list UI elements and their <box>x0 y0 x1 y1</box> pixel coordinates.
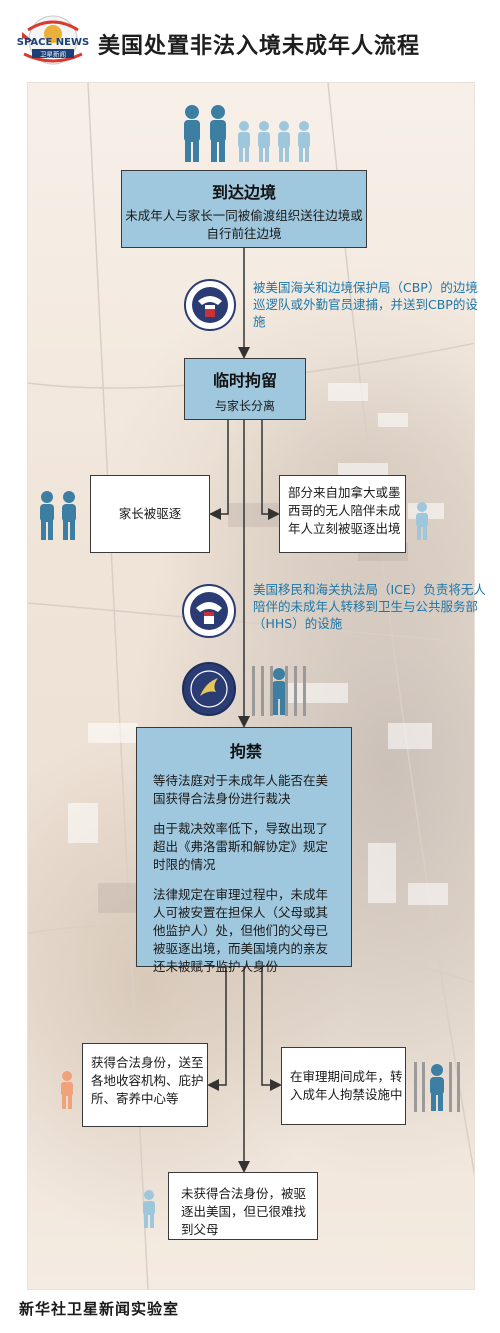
step-arrive-text: 未成年人与家长一同被偷渡组织送往边境或自行前往边境 <box>125 208 363 241</box>
child-deported-icon <box>143 1190 155 1228</box>
child-icon <box>416 502 428 540</box>
parents-icon <box>40 491 76 540</box>
detain-paragraph-2: 由于裁决效率低下，导致出现了超出《弗洛雷斯和解协定》规定时限的情况 <box>153 821 329 872</box>
cbp-note: 被美国海关和边境保护局（CBP）的边境巡逻队或外勤官员逮捕，并送到CBP的设施 <box>253 280 478 329</box>
detention-bars-icon <box>252 666 306 716</box>
logo-text: SPACE NEWS <box>17 37 89 48</box>
ice-note: 美国移民和海关执法局（ICE）负责将无人陪伴的未成年人转移到卫生与公共服务部（H… <box>253 582 486 631</box>
parent-deported-text: 家长被驱逐 <box>118 506 182 521</box>
logo-subtext: 卫星新闻 <box>40 50 66 59</box>
hhs-seal-icon <box>182 662 236 716</box>
step-temporary-detention: 临时拘留 与家长分离 <box>184 358 306 420</box>
legal-status-text: 获得合法身份，送至各地收容机构、庇护所、寄养中心等 <box>91 1055 204 1106</box>
space-news-logo: SPACE NEWS 卫星新闻 <box>17 15 89 65</box>
canada-mexico-text: 部分来自加拿大或墨西哥的无人陪伴未成年人立刻被驱逐出境 <box>288 485 401 536</box>
step-detention: 拘禁 等待法庭对于未成年人能否在美国获得合法身份进行裁决 由于裁决效率低下，导致… <box>136 727 352 974</box>
footer-credit: 新华社卫星新闻实验室 <box>19 1300 180 1318</box>
dhs-seal-icon <box>182 584 236 638</box>
cbp-seal-icon <box>184 279 236 331</box>
header: SPACE NEWS 卫星新闻 美国处置非法入境未成年人流程 <box>0 0 500 80</box>
step-temp-text: 与家长分离 <box>214 399 275 413</box>
deported-text: 未获得合法身份，被驱逐出美国，但已很难找到父母 <box>181 1186 307 1237</box>
detain-paragraph-3: 法律规定在审理过程中，未成年人可被安置在担保人（父母或其他监护人）处，但他们的父… <box>153 887 329 974</box>
step-legal-status: 获得合法身份，送至各地收容机构、庇护所、寄养中心等 <box>82 1043 208 1127</box>
step-arrive-border: 到达边境 未成年人与家长一同被偷渡组织送往边境或自行前往边境 <box>121 170 367 248</box>
adult-detention-text: 在审理期间成年，转入成年人拘禁设施中 <box>290 1069 403 1102</box>
step-deported-no-status: 未获得合法身份，被驱逐出美国，但已很难找到父母 <box>168 1172 318 1240</box>
page-title: 美国处置非法入境未成年人流程 <box>98 34 421 59</box>
family-people-icon <box>184 105 310 162</box>
child-legal-status-icon <box>61 1071 73 1109</box>
step-arrive-title: 到达边境 <box>211 183 276 202</box>
step-temp-title: 临时拘留 <box>212 371 277 390</box>
step-adult-detention: 在审理期间成年，转入成年人拘禁设施中 <box>281 1047 406 1125</box>
step-parent-deported: 家长被驱逐 <box>90 475 210 553</box>
adult-bars-icon <box>414 1062 460 1112</box>
detain-paragraph-1: 等待法庭对于未成年人能否在美国获得合法身份进行裁决 <box>153 773 329 806</box>
step-detain-title: 拘禁 <box>229 742 262 761</box>
step-canada-mexico-deported: 部分来自加拿大或墨西哥的无人陪伴未成年人立刻被驱逐出境 <box>279 475 406 553</box>
